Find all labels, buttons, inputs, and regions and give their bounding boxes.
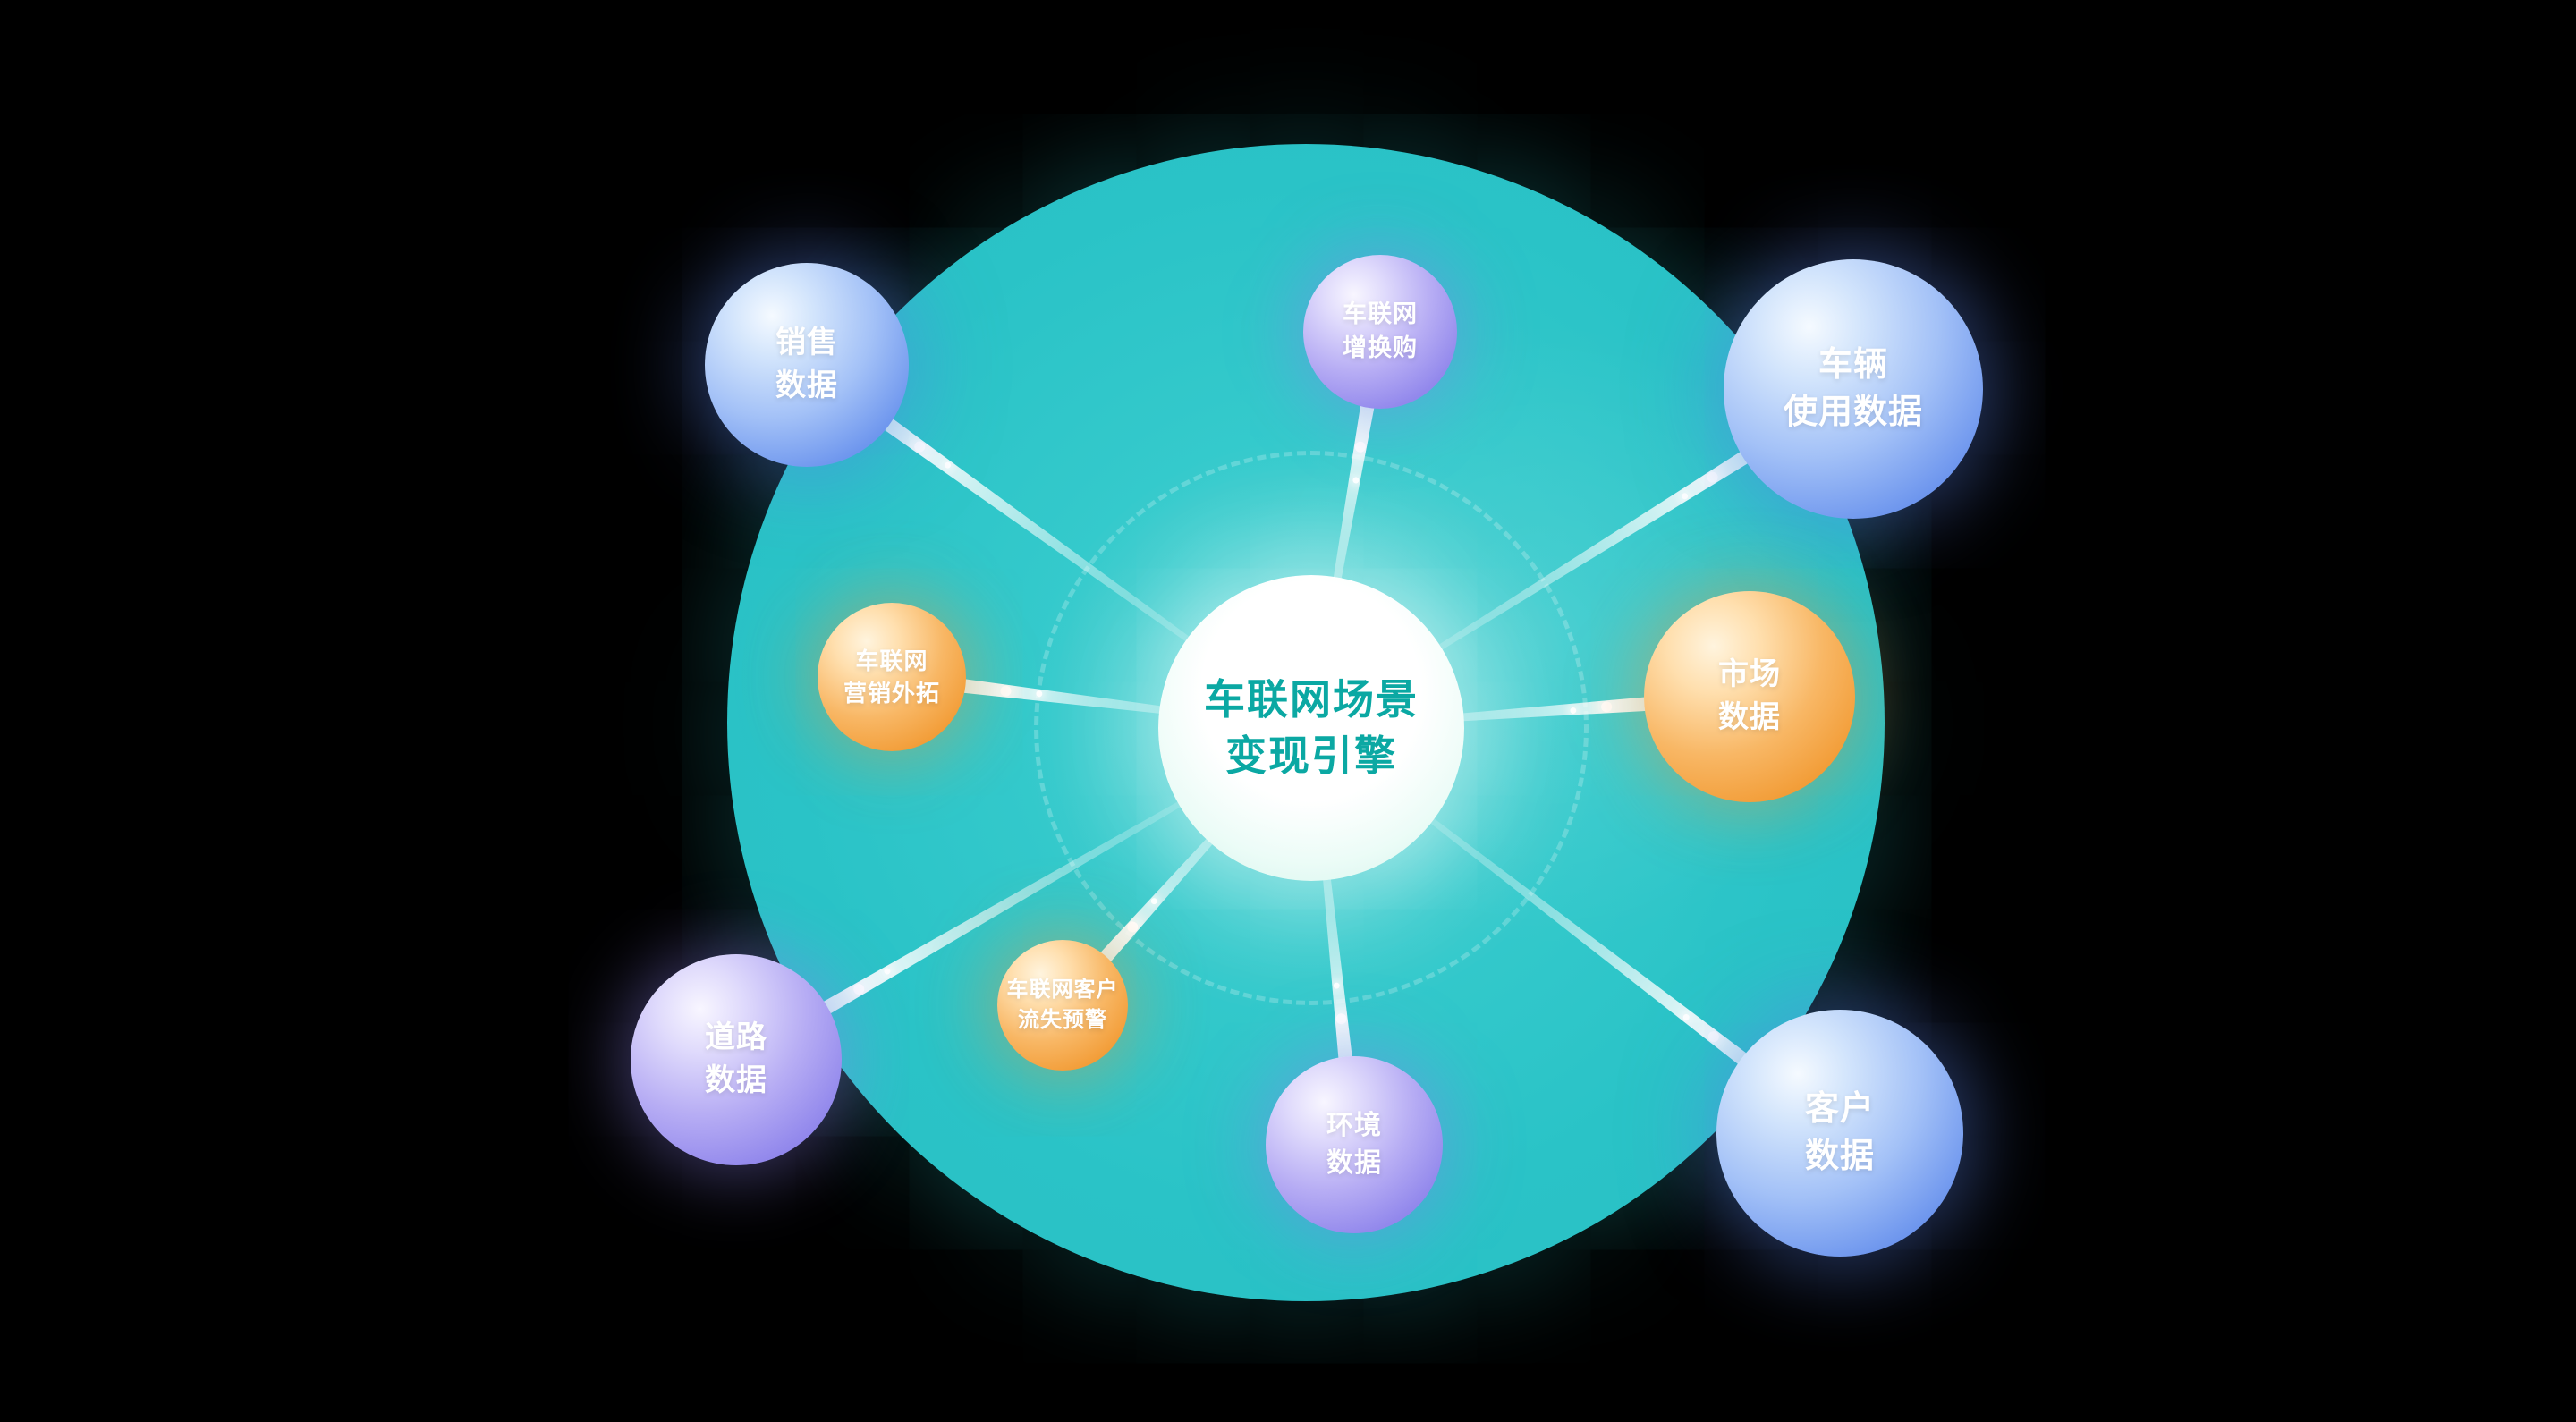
node-environment-data: 环境 数据 <box>1266 1056 1443 1233</box>
node-customer-data: 客户 数据 <box>1716 1010 1963 1257</box>
node-label: 数据 <box>1718 700 1781 734</box>
node-label: 客户 <box>1804 1089 1875 1128</box>
hub-title-line: 变现引擎 <box>1225 732 1397 779</box>
node-label: 营销外拓 <box>843 680 940 707</box>
node-iov-marketing-expansion: 车联网 营销外拓 <box>818 603 966 751</box>
node-label: 环境 <box>1326 1111 1382 1140</box>
node-iov-customer-churn-warning: 车联网客户 流失预警 <box>997 940 1128 1071</box>
node-label: 数据 <box>775 368 838 402</box>
node-iov-trade-in-repurchase: 车联网 增换购 <box>1303 255 1457 409</box>
node-label: 数据 <box>1326 1148 1382 1178</box>
node-label: 流失预警 <box>1018 1008 1107 1032</box>
hub-title-line: 车联网场景 <box>1204 675 1419 723</box>
node-label: 道路 <box>705 1020 767 1055</box>
node-label: 数据 <box>1804 1138 1875 1175</box>
node-label: 车联网客户 <box>1006 978 1119 1003</box>
node-sales-data: 销售 数据 <box>705 263 909 467</box>
node-road-data: 道路 数据 <box>631 954 842 1165</box>
node-label: 市场 <box>1718 657 1781 692</box>
node-label: 数据 <box>705 1063 767 1097</box>
node-label: 车辆 <box>1818 345 1888 384</box>
node-label: 车联网 <box>1343 300 1418 328</box>
node-label: 销售 <box>775 326 838 360</box>
node-market-data: 市场 数据 <box>1644 591 1855 802</box>
center-hub: 车联网场景 变现引擎 <box>1158 575 1464 881</box>
node-label: 使用数据 <box>1783 394 1923 431</box>
node-vehicle-usage-data: 车辆 使用数据 <box>1724 259 1983 519</box>
dashed-ring <box>1034 451 1589 1005</box>
node-label: 车联网 <box>855 647 928 674</box>
node-label: 增换购 <box>1343 334 1418 361</box>
